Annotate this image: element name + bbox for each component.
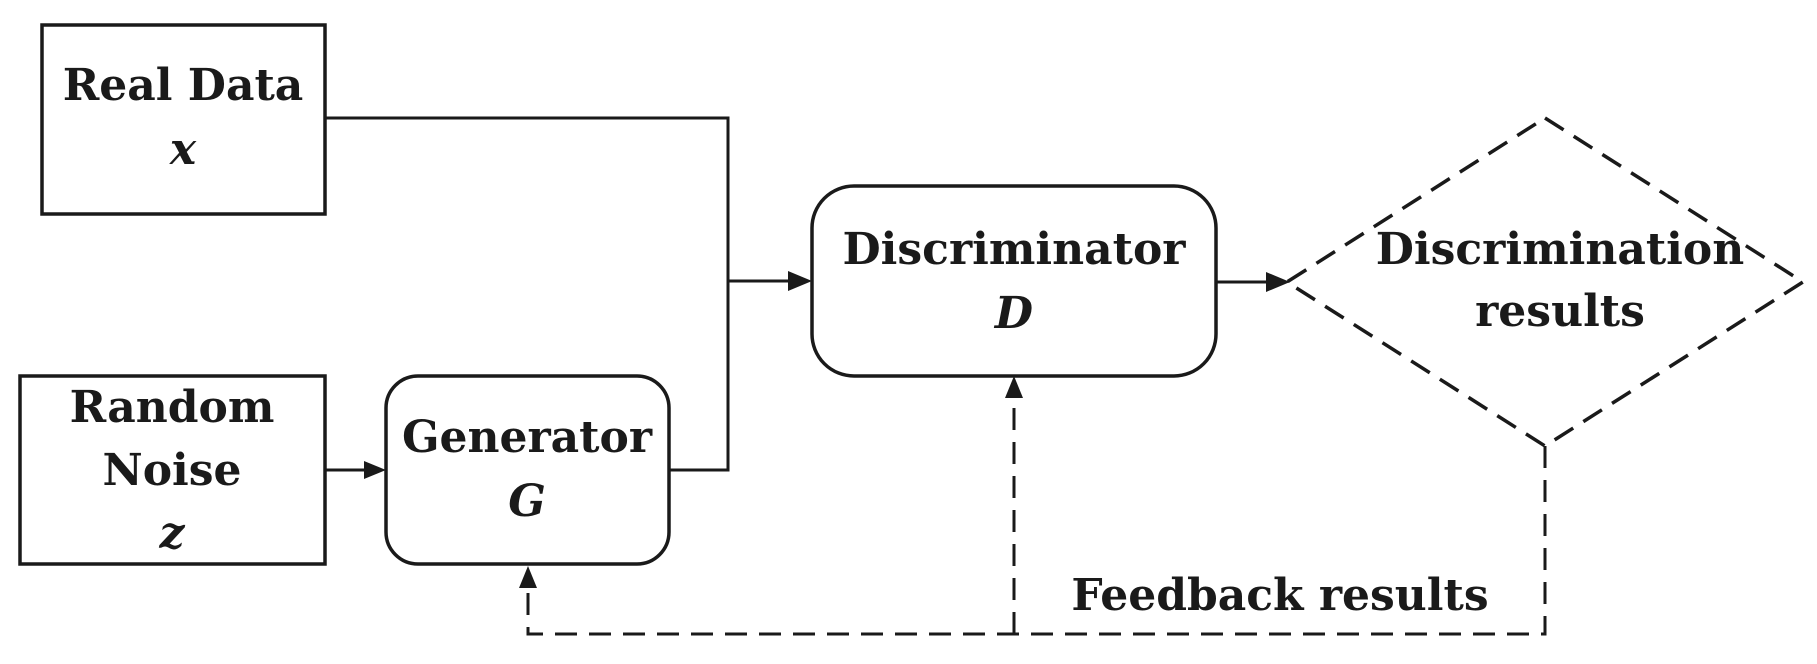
generator-variable: G xyxy=(508,476,546,527)
real-data-node: Real Data x xyxy=(40,23,327,216)
arrowhead-discriminator-input xyxy=(788,271,812,291)
arrowhead-results-input xyxy=(1266,272,1290,292)
discrimination-results-label-line2: results xyxy=(1475,286,1645,337)
random-noise-label-line1: Random xyxy=(70,382,275,433)
real-data-label: Real Data xyxy=(63,60,304,111)
edge-feedback-line xyxy=(526,446,1547,636)
discriminator-node: Discriminator D xyxy=(810,184,1218,378)
real-data-variable: x xyxy=(169,124,197,175)
discrimination-results-diamond xyxy=(1283,115,1807,449)
edge-discriminator-to-results xyxy=(1216,272,1290,292)
edge-feedback-loop: Feedback results xyxy=(519,376,1547,636)
random-noise-variable: z xyxy=(159,508,186,559)
edge-real-data-to-discriminator xyxy=(325,116,792,283)
random-noise-node: Random Noise z xyxy=(18,374,327,566)
discriminator-box xyxy=(810,184,1218,378)
discrimination-results-label-line1: Discrimination xyxy=(1376,224,1744,275)
arrowhead-generator-input xyxy=(364,461,386,479)
arrowhead-generator-feedback xyxy=(519,566,537,588)
edge-real-data-line xyxy=(325,116,792,283)
generator-label: Generator xyxy=(402,412,653,463)
generator-node: Generator G xyxy=(384,374,671,566)
discriminator-variable: D xyxy=(993,288,1033,339)
discriminator-label: Discriminator xyxy=(843,224,1187,275)
random-noise-label-line2: Noise xyxy=(102,445,241,496)
real-data-box xyxy=(40,23,327,216)
feedback-label: Feedback results xyxy=(1071,570,1488,621)
arrowhead-discriminator-feedback xyxy=(1005,376,1023,398)
edge-noise-to-generator xyxy=(325,461,386,479)
generator-box xyxy=(384,374,671,566)
edge-generator-line xyxy=(669,281,730,472)
discrimination-results-node: Discrimination results xyxy=(1283,115,1807,449)
edge-generator-to-discriminator xyxy=(669,271,812,472)
random-noise-box xyxy=(18,374,327,566)
